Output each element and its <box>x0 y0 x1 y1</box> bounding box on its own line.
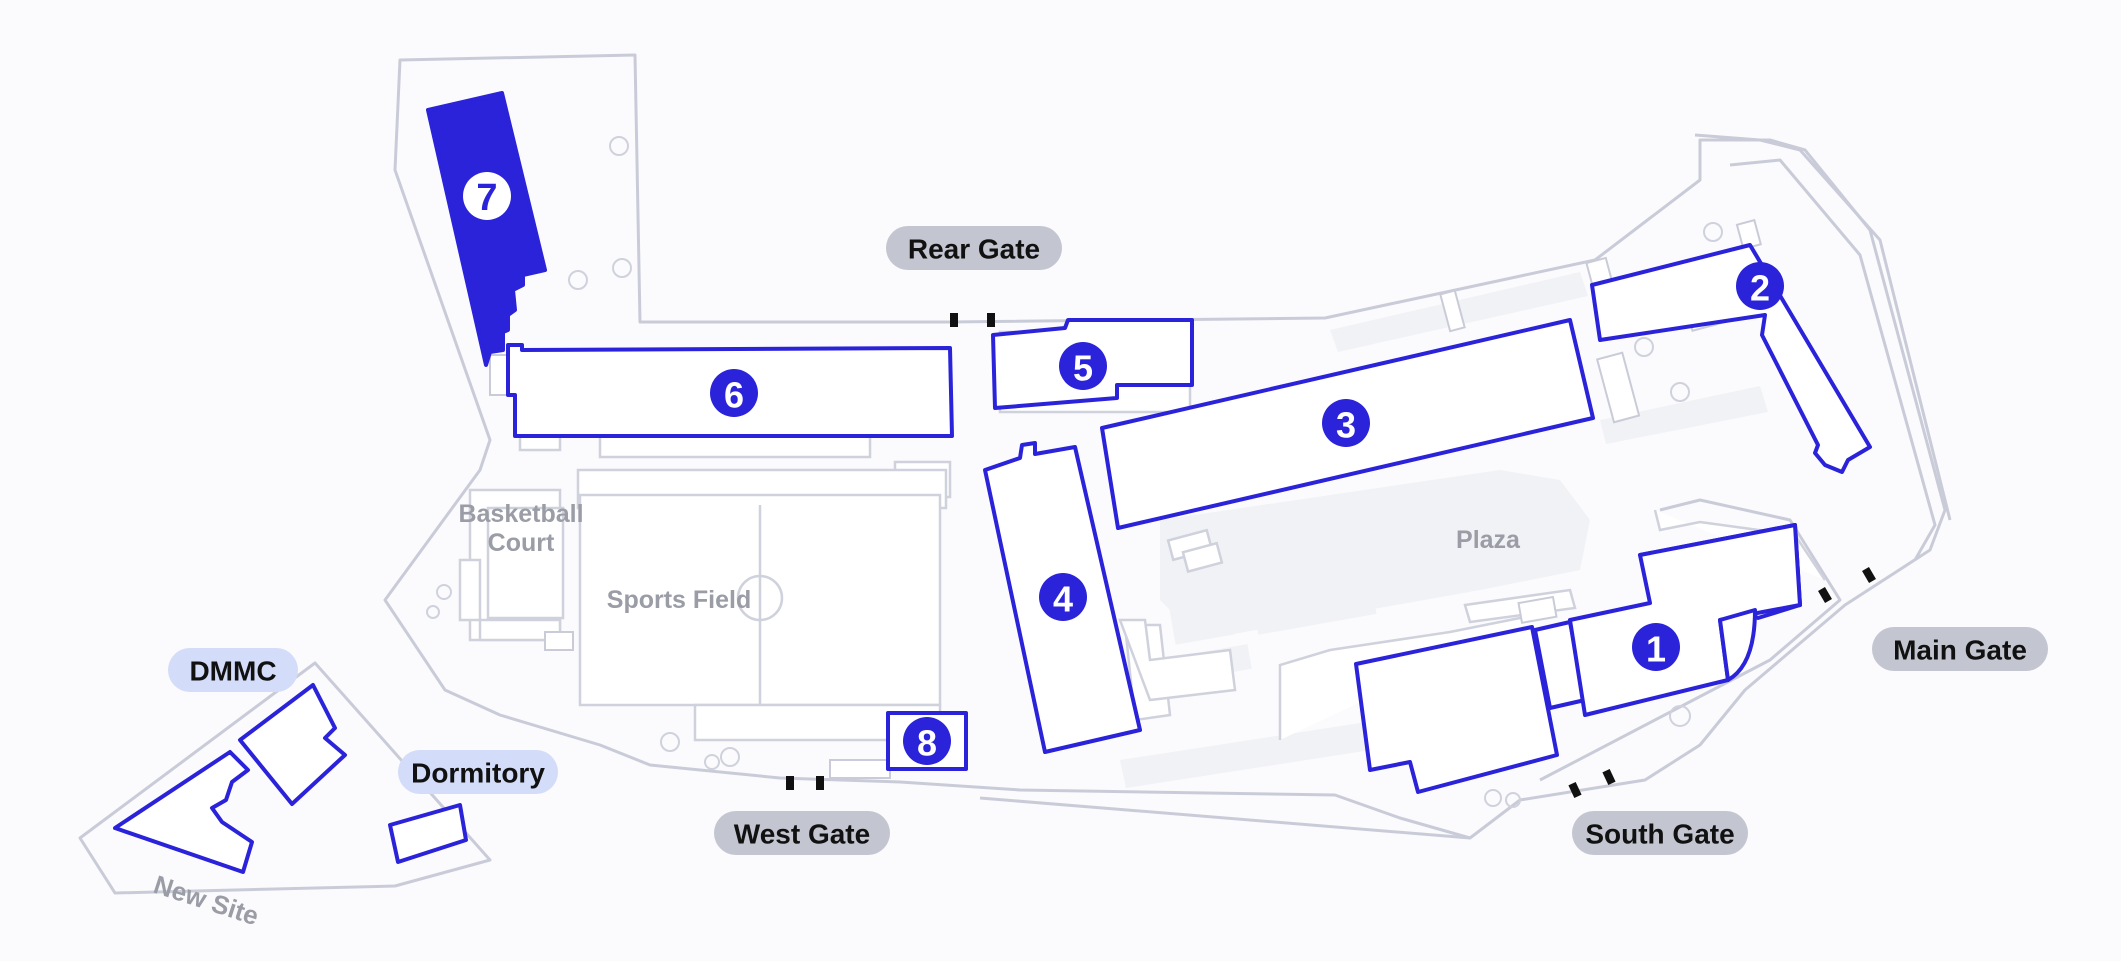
dmmc-label[interactable]: DMMC <box>168 648 298 692</box>
west-gate-label[interactable]: West Gate <box>714 811 890 855</box>
trees <box>426 136 1723 808</box>
building-4[interactable]: 4 <box>983 441 1142 754</box>
building-6-number: 6 <box>724 375 744 416</box>
new-site-area: New Site <box>78 661 492 931</box>
basketball-court-label-line1: Basketball <box>458 500 583 528</box>
building-2-number: 2 <box>1750 268 1770 309</box>
light-structures <box>458 330 1827 742</box>
building-7-number: 7 <box>476 177 497 219</box>
basketball-court-label-line2: Court <box>488 529 555 557</box>
building-6[interactable]: 6 <box>506 343 954 438</box>
dormitory-text: Dormitory <box>411 758 545 789</box>
building-8-number: 8 <box>917 723 937 764</box>
building-7[interactable]: 7 <box>426 91 547 367</box>
south-gate-text: South Gate <box>1585 819 1734 850</box>
main-gate-label[interactable]: Main Gate <box>1872 627 2048 671</box>
south-gate-label[interactable]: South Gate <box>1572 811 1748 855</box>
building-1-number: 1 <box>1646 629 1666 670</box>
building-3-number: 3 <box>1336 405 1356 446</box>
building-4-number: 4 <box>1053 579 1073 620</box>
building-1[interactable]: 1 <box>1568 523 1802 717</box>
building-3[interactable]: 3 <box>1100 318 1595 530</box>
gate-markers <box>786 313 1876 799</box>
dmmc-text: DMMC <box>189 656 276 687</box>
rear-gate-text: Rear Gate <box>908 234 1040 265</box>
building-8[interactable]: 8 <box>886 711 968 771</box>
main-gate-text: Main Gate <box>1893 635 2027 666</box>
building-5[interactable]: 5 <box>991 318 1194 410</box>
building-2[interactable]: 2 <box>1590 243 1872 474</box>
west-gate-text: West Gate <box>734 819 870 850</box>
building-5-number: 5 <box>1073 348 1093 389</box>
plaza-label: Plaza <box>1456 526 1521 554</box>
rear-gate-label[interactable]: Rear Gate <box>886 226 1062 270</box>
sports-field-label: Sports Field <box>607 586 751 614</box>
dormitory-label[interactable]: Dormitory <box>398 750 558 794</box>
